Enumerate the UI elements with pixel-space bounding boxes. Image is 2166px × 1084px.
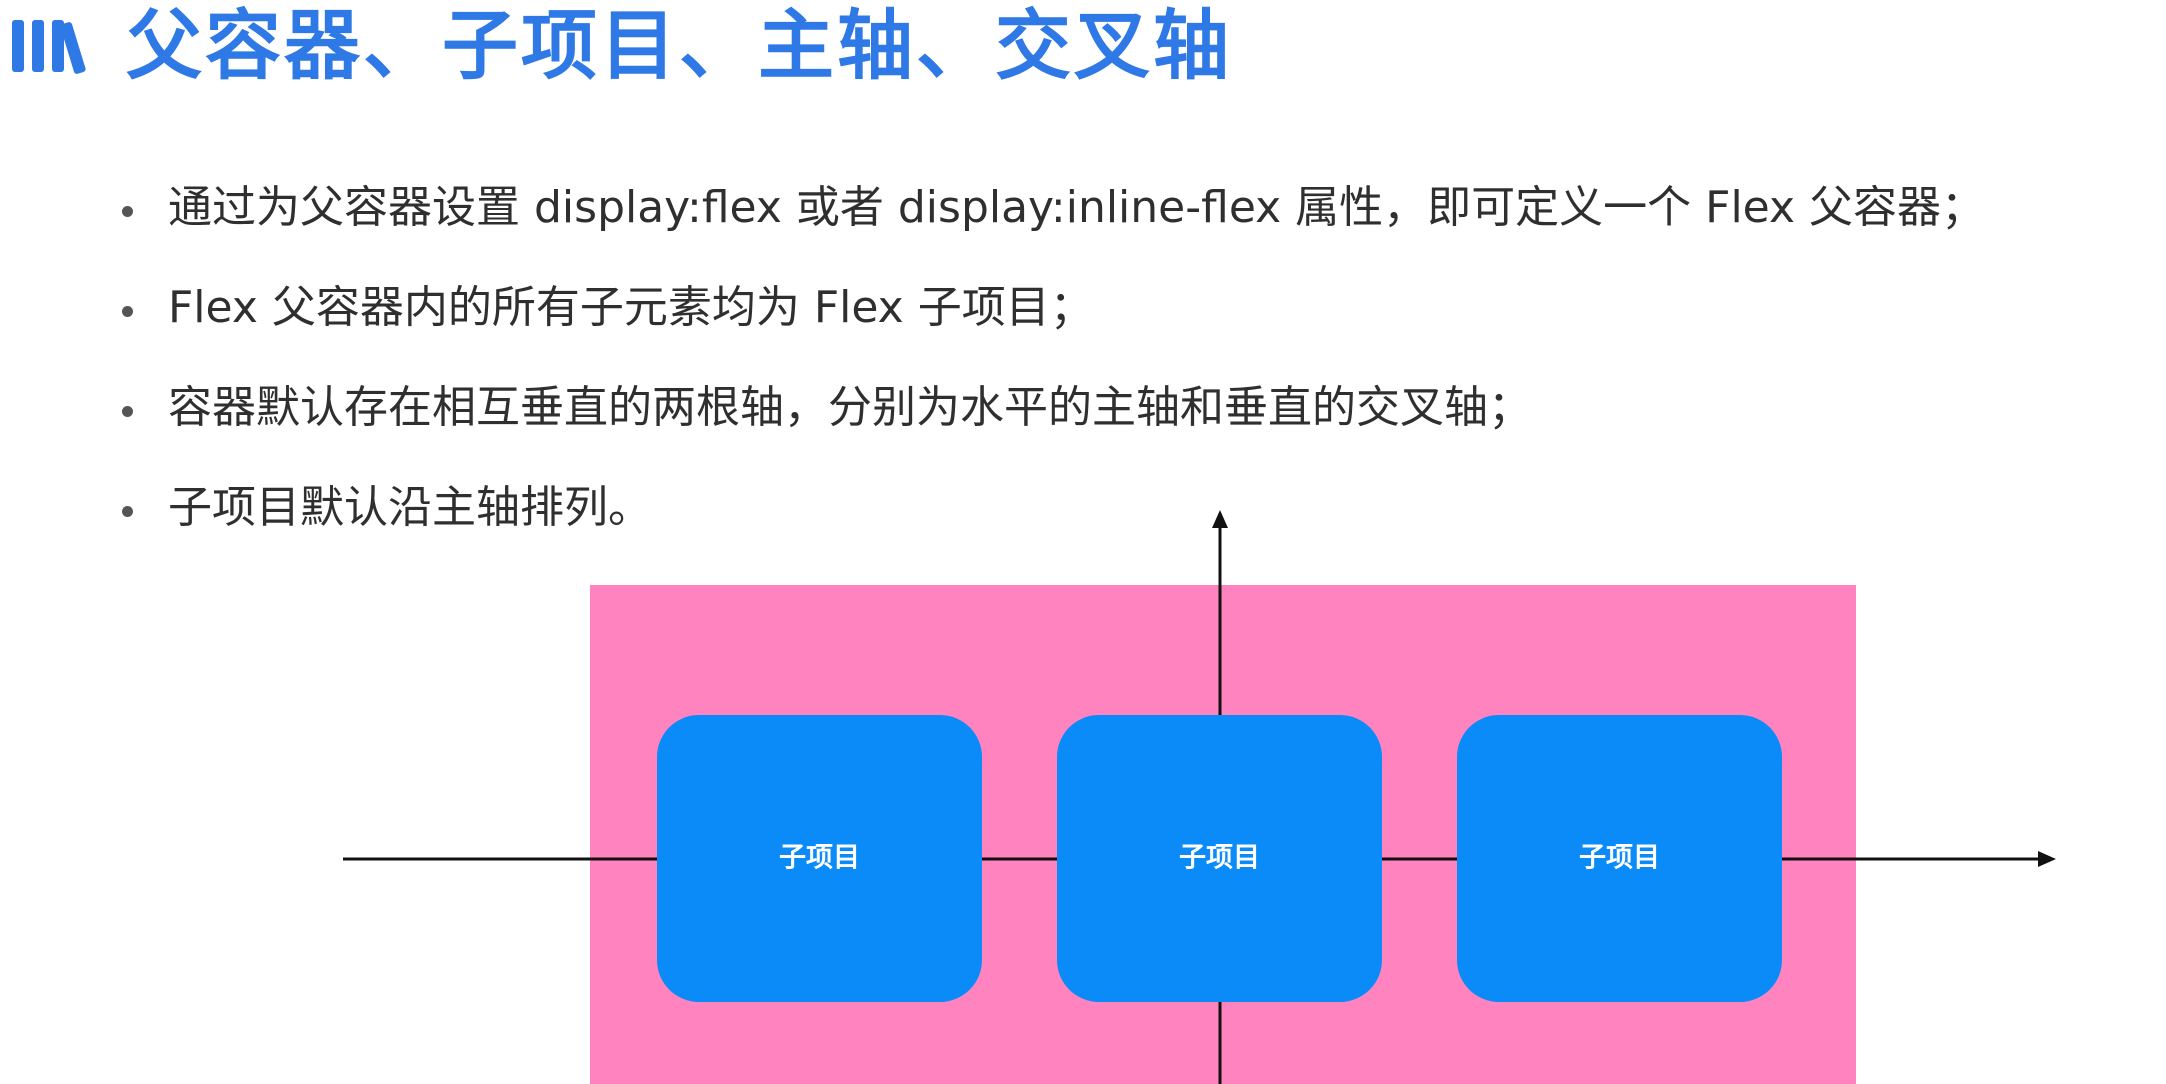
bullet-item: 容器默认存在相互垂直的两根轴，分别为水平的主轴和垂直的交叉轴； [118, 382, 1985, 482]
flex-item-box [1057, 715, 1382, 1002]
bullet-item: 通过为父容器设置 display:flex 或者 display:inline-… [118, 182, 1985, 282]
flex-item-label: 子项目 [779, 843, 860, 874]
bullet-item: 子项目默认沿主轴排列。 [118, 482, 1985, 582]
page-title: 父容器、子项目、主轴、交叉轴 [126, 1, 1232, 90]
bullet-item: Flex 父容器内的所有子元素均为 Flex 子项目； [118, 282, 1985, 382]
flex-item-label: 子项目 [1179, 843, 1260, 874]
flex-item-label: 子项目 [1579, 843, 1660, 874]
title-row: 父容器、子项目、主轴、交叉轴 [10, 0, 1232, 92]
flex-item-2: 子项目 [1057, 715, 1382, 1002]
flex-parent-container [590, 585, 1856, 1084]
bullet-list: 通过为父容器设置 display:flex 或者 display:inline-… [118, 182, 1985, 582]
flex-item-box [657, 715, 982, 1002]
flex-item-box [1457, 715, 1782, 1002]
library-books-icon [12, 20, 86, 74]
flex-item-3: 子项目 [1457, 715, 1782, 1002]
main-axis-arrow [2038, 851, 2056, 867]
flex-item-1: 子项目 [657, 715, 982, 1002]
